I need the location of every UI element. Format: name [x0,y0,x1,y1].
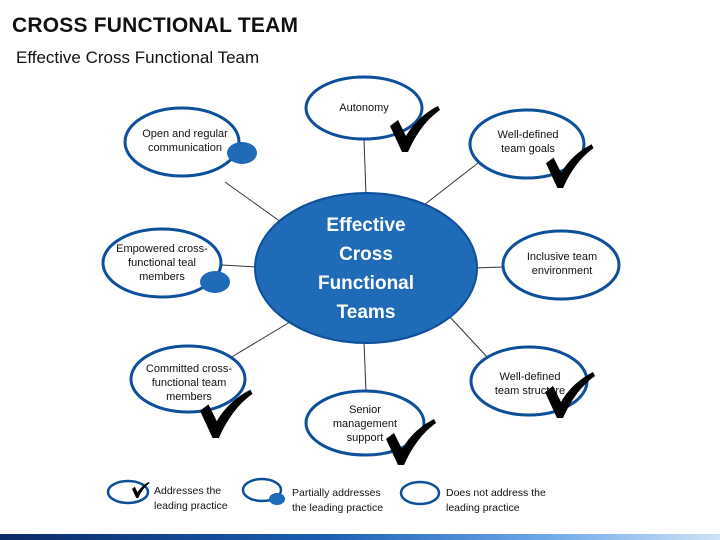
node-structure-label: Well-defined team structure [494,371,566,397]
connector-structure [448,315,489,359]
center-line-1: Effective [326,215,406,236]
connector-goals [423,162,479,206]
center-ellipse [254,192,478,344]
partial-dot-communication [227,142,257,164]
legend-addresses-ellipse [106,479,150,505]
legend-partial-label: Partially addresses the leading practice [292,487,384,514]
connector-empowered [221,264,259,268]
node-autonomy-label: Autonomy [339,102,389,114]
partial-dot-empowered [200,271,230,293]
center-line-3: Functional [317,273,415,294]
center-label: Effective Cross Functional Teams [268,208,464,330]
node-committed-ellipse [129,344,247,414]
node-inclusive-ellipse [501,229,621,301]
legend-partial-dot-icon [269,493,285,505]
node-communication-ellipse [123,106,241,178]
node-senior-label: Senior management support [332,404,398,444]
node-autonomy-ellipse [304,75,424,141]
node-empowered-ellipse [101,227,223,299]
legend-addresses-label: Addresses the leading practice [154,485,228,512]
legend-none-ellipse [399,480,441,506]
legend-none-label: Does not address the leading practice [446,487,546,514]
node-empowered-label: Empowered cross-functional teal members [116,243,208,283]
node-goals-ellipse [468,108,586,180]
center-line-2: Cross [339,244,393,265]
center-line-4: Teams [336,302,396,323]
node-communication-label: Open and regular communication [142,128,228,154]
connector-senior [363,341,367,393]
page-subtitle: Effective Cross Functional Team [16,48,260,67]
page-title: CROSS FUNCTIONAL TEAM [12,14,299,37]
connector-committed [229,321,291,359]
node-committed-label: Committed cross-functional team members [145,363,233,403]
bottom-accent-bar [0,534,720,540]
node-inclusive-label: Inclusive team environment [526,251,598,277]
node-goals-label: Well-defined team goals [497,129,559,155]
connector-autonomy [363,138,367,196]
